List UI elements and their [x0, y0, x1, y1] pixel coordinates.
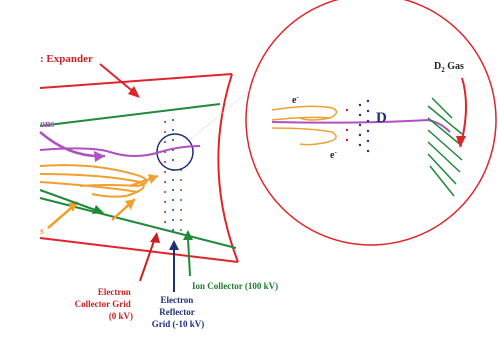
collector-pointer — [139, 237, 156, 282]
reflector-pointer-head — [169, 240, 179, 250]
d-ion-label: D — [376, 110, 387, 126]
ion-arrowhead — [94, 151, 105, 162]
ion-collector-label: Ion Collector (100 kV) — [192, 281, 278, 291]
zoom-red-grid — [345, 108, 349, 142]
expander-wall-top — [39, 73, 233, 89]
electron-reflector-label: Electron Reflector Grid (-10 kV) — [152, 295, 205, 329]
expander-wall-bottom — [39, 237, 239, 263]
green-arrowhead — [92, 205, 104, 214]
d2-gas-pointer-head — [456, 136, 466, 148]
ions-label: ons — [40, 119, 55, 130]
orange-arrowhead-bottom — [125, 199, 135, 210]
electron-top-label: e- — [292, 93, 299, 106]
zoom-connector-top — [189, 89, 251, 141]
ion-collector-grid — [180, 169, 182, 231]
ion-path — [39, 145, 201, 157]
d2-gas-pointer — [461, 77, 467, 141]
electron-collector-grid — [164, 121, 166, 223]
ion-collector-pointer — [187, 237, 191, 277]
electron-reflector-grid — [172, 119, 174, 231]
zoom-green-hatch — [427, 97, 463, 197]
expander-end-cap — [217, 73, 239, 263]
green-plate-top — [39, 103, 221, 127]
expander-pointer-head — [128, 86, 140, 98]
collector-pointer-head — [150, 232, 160, 243]
electron-bottom-label: e- — [330, 148, 337, 161]
orange-arrowhead-left — [68, 202, 78, 212]
zoom-circle-large — [245, 0, 497, 246]
zoom-blue-grid — [358, 99, 370, 153]
expander-label: : Expander — [40, 53, 93, 65]
zoom-ion-path — [271, 118, 451, 133]
d2-gas-label: D2 Gas — [434, 61, 464, 74]
green-arrow — [39, 189, 99, 212]
ion-collector-pointer-head — [183, 230, 193, 240]
orange-arrowhead-top — [148, 174, 158, 184]
zoom-electron-paths — [271, 105, 338, 146]
electron-paths — [39, 164, 148, 198]
expander-pointer — [99, 63, 137, 95]
electron-collector-label: Electron Collector Grid (0 kV) — [75, 287, 133, 321]
partial-s-label: s — [40, 226, 44, 237]
